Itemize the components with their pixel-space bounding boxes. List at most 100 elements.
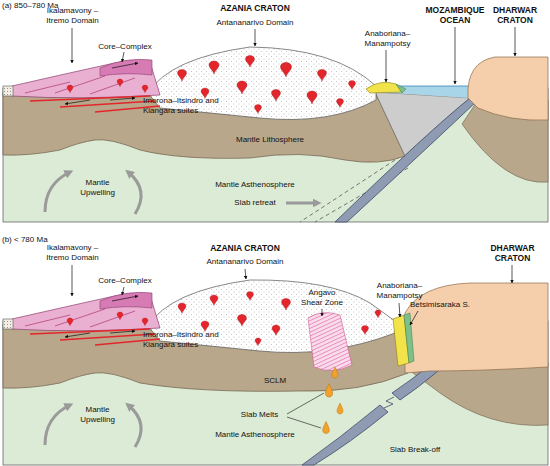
pluton <box>67 318 73 326</box>
pluton <box>281 63 292 77</box>
domain-label: Antananarivo Domain <box>200 18 310 28</box>
structure-label: Angavo Shear Zone <box>297 288 347 308</box>
fault-lines <box>25 76 135 94</box>
layer-label: Mantle Lithosphere <box>220 135 320 145</box>
leader-arrow <box>72 265 73 296</box>
anaboriana-belt <box>366 82 402 93</box>
pluton <box>247 292 254 301</box>
pluton <box>178 70 187 82</box>
extension-arrow <box>110 98 135 100</box>
leader-arrow <box>512 265 513 283</box>
process-label: Slab Melts <box>232 410 287 420</box>
pluton <box>246 56 255 68</box>
break-zigzag <box>384 397 394 408</box>
upwelling-arrow <box>45 172 70 212</box>
structure-label: Core–Complex <box>95 276 155 286</box>
suture-label: Betsimisaraka S. <box>410 300 490 310</box>
domain-label: Antananarivo Domain <box>190 257 300 267</box>
pluton <box>117 79 123 87</box>
leader-arrow <box>245 269 246 279</box>
dharwar-crust <box>468 57 548 120</box>
pluton <box>255 338 261 346</box>
process-label: Slab Break-off <box>380 445 450 455</box>
pluton <box>209 61 219 74</box>
leader-arrow <box>386 50 387 82</box>
layer-label: Mantle Asthenosphere <box>195 180 315 190</box>
layer-label: Mantle Asthenosphere <box>195 430 315 440</box>
suite-label: Imorona–Itsindro and Kiangara suites <box>143 330 238 350</box>
sill-intrusions <box>30 329 160 345</box>
core-complex <box>100 59 152 76</box>
suite-label: Imorona–Itsindro and Kiangara suites <box>143 96 238 116</box>
pluton <box>255 105 262 114</box>
leader-arrow <box>455 27 456 84</box>
fault-lines <box>25 309 135 327</box>
leader-arrow <box>515 27 516 56</box>
pluton <box>307 91 317 104</box>
leader-arrow <box>410 311 418 325</box>
extension-arrow <box>65 100 90 104</box>
leader-arrow <box>72 28 73 63</box>
pluton <box>349 81 356 90</box>
domain-label: Ikalamavony – Itremo Domain <box>35 6 110 26</box>
craton-label: DHARWAR CRATON <box>490 5 540 25</box>
leader-line <box>287 393 324 428</box>
pluton <box>375 310 381 318</box>
extension-arrow <box>112 296 138 301</box>
leader-arrow <box>399 303 400 317</box>
subducting-slab <box>335 98 478 222</box>
panel-b <box>3 265 548 465</box>
extension-arrow <box>65 333 90 337</box>
pluton <box>238 315 247 327</box>
leader-arrow <box>322 309 323 316</box>
pluton <box>67 85 73 93</box>
layer-label: SCLM <box>255 376 295 386</box>
process-label: Slab retreat <box>225 198 285 208</box>
pluton <box>337 99 344 108</box>
panel-a <box>3 27 548 222</box>
pluton <box>210 295 218 305</box>
leader-arrow <box>122 287 124 295</box>
pluton <box>117 312 123 320</box>
pluton <box>272 90 281 102</box>
craton-label: AZANIA CRATON <box>200 3 310 13</box>
melt-drop <box>323 421 330 433</box>
retreat-arrow <box>286 202 318 205</box>
sill-intrusions <box>30 96 160 112</box>
pluton <box>178 303 186 313</box>
melt-drop <box>337 403 343 414</box>
domain-label: Ikalamavony – Itremo Domain <box>35 243 110 263</box>
upwelling-arrow <box>128 172 141 214</box>
domain-label: Anaboriana– Manampotsy <box>372 281 427 301</box>
melt-drop <box>325 384 332 397</box>
craton-label: AZANIA CRATON <box>190 243 300 253</box>
pluton <box>201 321 209 331</box>
upwelling-arrow <box>128 405 141 447</box>
pluton <box>237 81 247 94</box>
dharwar-crust <box>405 283 548 373</box>
ocean-label: MOZAMBIQUE OCEAN <box>420 5 490 25</box>
sediment-block <box>3 86 13 96</box>
domain-label: Anaboriana– Manampotsy <box>360 29 415 49</box>
pluton <box>272 325 280 335</box>
craton-label: DHARWAR CRATON <box>485 243 540 263</box>
core-complex <box>100 292 152 309</box>
pluton <box>318 70 327 82</box>
extension-arrow <box>112 63 138 68</box>
leader-arrow <box>255 29 256 46</box>
shear-zone <box>308 313 352 371</box>
green-belt <box>396 84 406 93</box>
process-label: Mantle Upwelling <box>75 178 120 198</box>
slab-lower <box>302 405 388 465</box>
sediment-block <box>3 319 13 329</box>
pluton <box>142 85 148 93</box>
slab-melts <box>323 367 343 434</box>
pluton <box>282 299 291 311</box>
melt-drop <box>332 367 338 378</box>
structure-label: Core–Complex <box>95 42 155 52</box>
pluton <box>362 326 369 335</box>
process-label: Mantle Upwelling <box>75 405 120 425</box>
